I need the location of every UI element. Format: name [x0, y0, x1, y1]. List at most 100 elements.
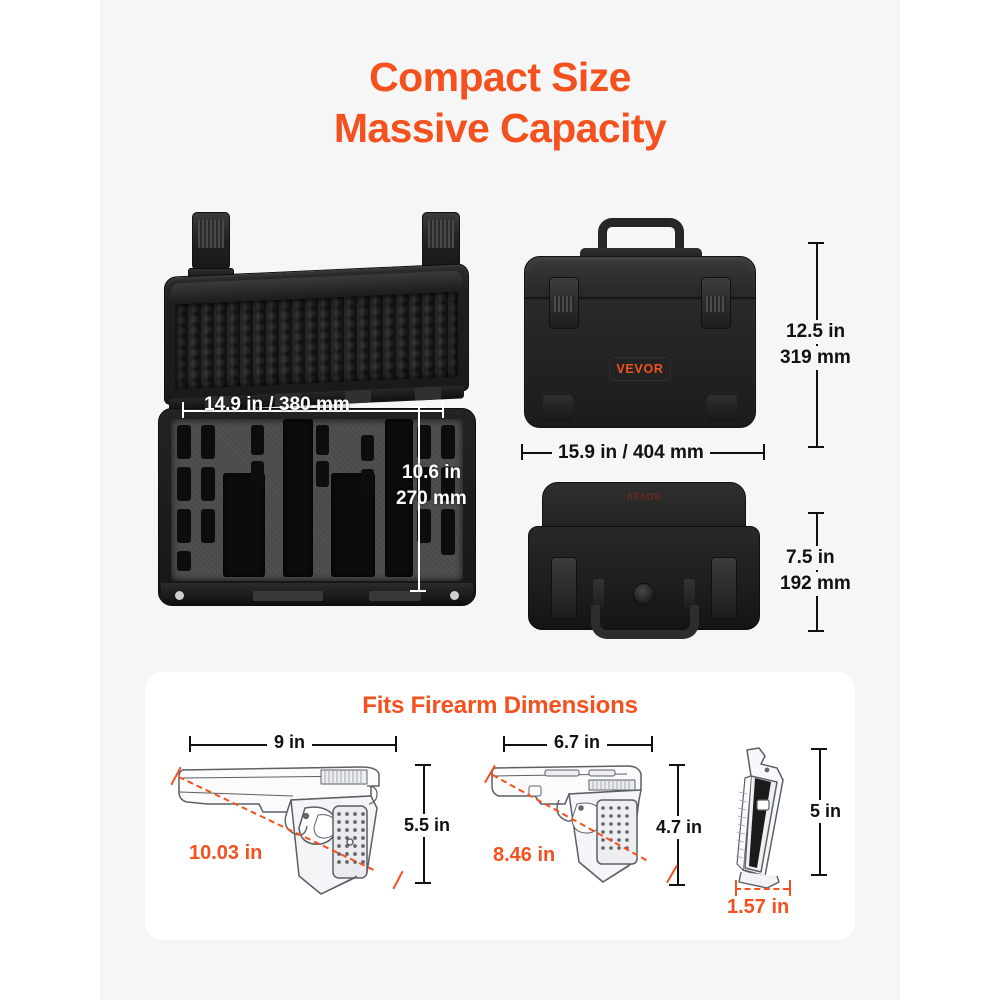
- magazine-cutout: [361, 435, 374, 461]
- front-carry-handle: [591, 605, 699, 639]
- pistol2-height-label: 4.7 in: [653, 816, 706, 840]
- magazine-cutout: [177, 551, 191, 571]
- exterior-depth-label-line2: 192 mm: [776, 572, 855, 597]
- page-title: Compact Size Massive Capacity: [100, 52, 900, 155]
- magazine-cutout: [201, 509, 215, 543]
- magazine-width-label: 1.57 in: [727, 896, 790, 918]
- lid-latch-right: [422, 212, 460, 270]
- magazine-cutout: [316, 425, 329, 455]
- pistol-drawing-1: [178, 766, 380, 895]
- magazine-cutout: [441, 425, 455, 459]
- corner-bumper-right: [707, 395, 737, 421]
- lid-lip-tab: [415, 386, 441, 401]
- fits-firearm-card: Fits Firearm Dimensions 9 in 5.5 in: [145, 672, 855, 940]
- interior-width-label: 14.9 in / 380 mm: [204, 394, 350, 415]
- pistol2-width-cap-right: [651, 736, 653, 752]
- magazine-cutout: [251, 461, 264, 487]
- exterior-depth-label-line1: 7.5 in: [782, 546, 839, 571]
- pistol1-width-cap-right: [395, 736, 397, 752]
- exterior-width-label: 15.9 in / 404 mm: [552, 441, 710, 466]
- magazine-height-label: 5 in: [807, 800, 845, 824]
- exterior-height-cap-bottom: [808, 446, 824, 448]
- closed-case-front-view: VEVOR: [520, 218, 760, 430]
- magazine-height-cap-top: [811, 748, 827, 750]
- side-latch-right: [711, 557, 737, 619]
- magazine-cutout: [441, 509, 455, 555]
- pistol2-height-cap-top: [669, 764, 685, 766]
- magazine-width-tick-right: [789, 880, 791, 896]
- exterior-height-label-line1: 12.5 in: [782, 320, 850, 345]
- pistol1-height-cap-bottom: [415, 882, 431, 884]
- fits-section-title: Fits Firearm Dimensions: [362, 692, 638, 719]
- magazine-cutout: [316, 461, 329, 487]
- latch-keeper: [369, 591, 421, 601]
- interior-height-cap-top: [410, 406, 426, 408]
- front-latch-right: [701, 277, 731, 329]
- handle-arm-right: [684, 579, 695, 609]
- magazine-cutout: [201, 425, 215, 459]
- exterior-height-label-line2: 319 mm: [776, 346, 855, 371]
- magazine-cutout: [417, 425, 431, 459]
- interior-width-cap-right: [442, 402, 444, 418]
- magazine-cutout: [251, 425, 264, 455]
- brand-logo-lid-text: VEVOR: [626, 491, 662, 501]
- brand-badge-text: VEVOR: [616, 362, 664, 376]
- pistol-drawing-2: [491, 765, 642, 883]
- pistol2-width-cap-left: [503, 736, 505, 752]
- title-line-1: Compact Size: [369, 54, 631, 100]
- front-latch-left: [549, 277, 579, 329]
- pistol2-height-cap-bottom: [669, 884, 685, 886]
- magazine-cutout: [361, 469, 374, 495]
- magazine-drawing: [735, 747, 784, 889]
- interior-height-cap-bottom: [410, 590, 426, 592]
- magazine-cutout: [177, 425, 191, 459]
- interior-height-label-line1: 10.6 in: [402, 462, 462, 483]
- case-screw: [450, 591, 459, 600]
- magazine-cutout: [441, 467, 455, 501]
- pressure-valve: [633, 583, 655, 605]
- interior-width-cap-left: [182, 402, 184, 418]
- pistol1-width-label: 9 in: [267, 732, 313, 754]
- pistol-slot: [283, 419, 313, 577]
- latch-keeper: [253, 591, 323, 601]
- exterior-depth-cap-top: [808, 512, 824, 514]
- lid-seam: [525, 297, 755, 301]
- case-lid: [164, 263, 469, 412]
- brand-logo-lid: VEVOR: [627, 491, 662, 501]
- figure-compact-pistol: 6.7 in 4.7 in: [481, 730, 706, 910]
- pistol1-height-label: 5.5 in: [401, 814, 454, 838]
- case-body-front: VEVOR: [524, 256, 756, 428]
- exterior-depth-cap-bottom: [808, 630, 824, 632]
- closed-case-angled-view: VEVOR: [528, 482, 760, 639]
- open-case-illustration: 14.9 in / 380 mm 10.6 in 270 mm: [150, 212, 480, 622]
- magazine-cutout: [417, 467, 431, 501]
- title-line-2: Massive Capacity: [333, 105, 667, 152]
- figure-full-size-pistol: 9 in 5.5 in: [165, 730, 454, 910]
- case-screw: [175, 591, 184, 600]
- pistol2-diagonal-label: 8.46 in: [493, 844, 556, 866]
- interior-height-line: [418, 406, 420, 592]
- pistol1-height-cap-top: [415, 764, 431, 766]
- case-bottom-edge: [161, 583, 473, 605]
- handle-arm-left: [593, 579, 604, 609]
- case-body-angled: [528, 526, 760, 639]
- magazine-height-cap-bottom: [811, 874, 827, 876]
- exterior-width-cap-left: [521, 444, 523, 460]
- lid-egg-crate-foam: [175, 291, 458, 390]
- corner-bumper-left: [543, 395, 573, 421]
- interior-width-line: [182, 410, 444, 412]
- side-latch-left: [551, 557, 577, 619]
- exterior-width-cap-right: [763, 444, 765, 460]
- pistol1-diagonal-label: 10.03 in: [189, 842, 263, 864]
- pistol-slot: [223, 473, 265, 577]
- case-base-tray: [158, 408, 476, 606]
- pistol2-width-label: 6.7 in: [547, 732, 608, 754]
- pistol-slot: [385, 419, 413, 577]
- slotted-foam-insert: [171, 419, 463, 581]
- exterior-height-cap-top: [808, 242, 824, 244]
- carry-handle: [598, 218, 684, 256]
- lid-latch-left: [192, 212, 230, 270]
- magazine-cutout: [177, 509, 191, 543]
- pistol1-width-cap-left: [189, 736, 191, 752]
